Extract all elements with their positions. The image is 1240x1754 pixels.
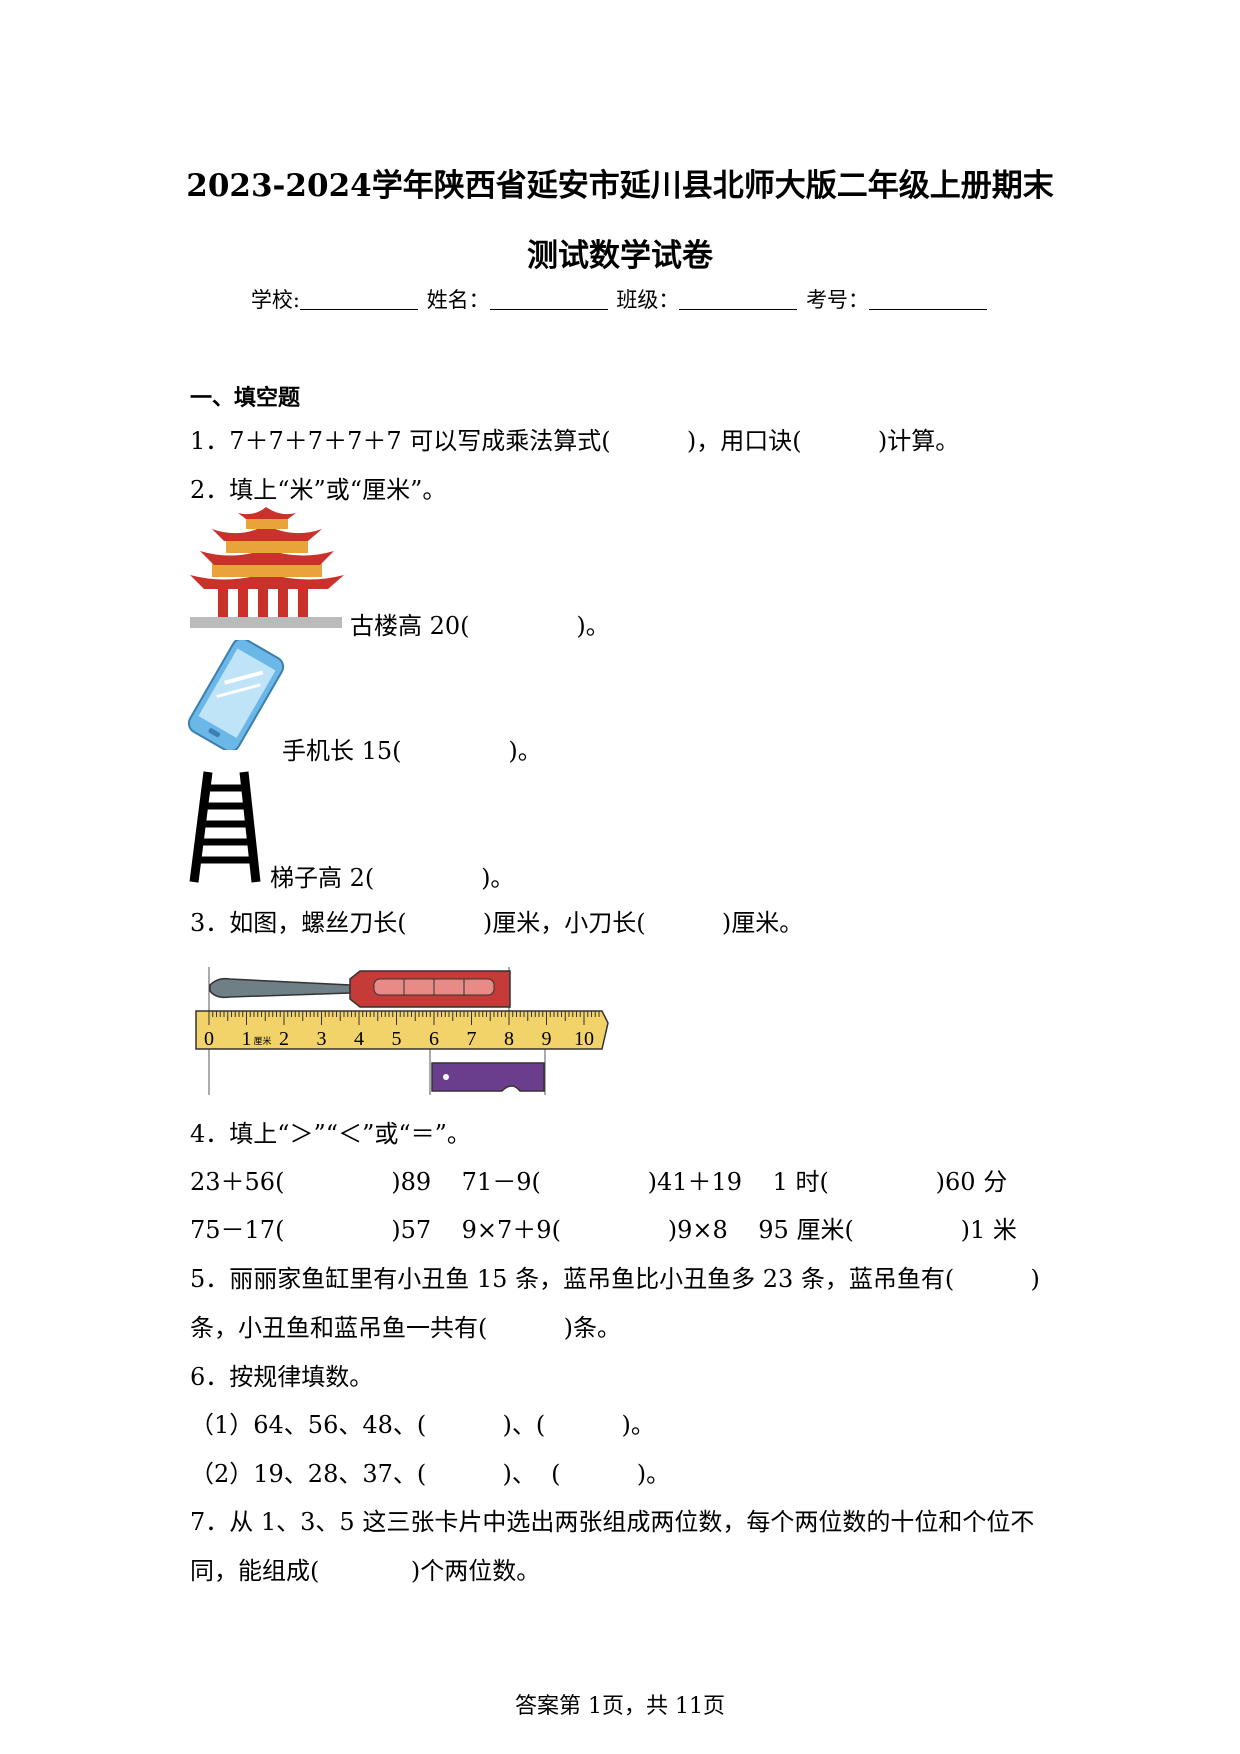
question-7b: 同，能组成( )个两位数。 bbox=[190, 1557, 541, 1585]
ruler-number: 9 bbox=[542, 1028, 552, 1050]
question-2c: 梯子高 2( )。 bbox=[270, 864, 515, 892]
phone-image bbox=[187, 640, 285, 750]
question-5a: 5．丽丽家鱼缸里有小丑鱼 15 条，蓝吊鱼比小丑鱼多 23 条，蓝吊鱼有( ) bbox=[190, 1265, 1040, 1293]
ruler-ticks bbox=[208, 1011, 600, 1025]
ruler-number: 3 bbox=[317, 1028, 327, 1050]
question-4-row1: 23＋56( )89 71－9( )41＋19 1 时( )60 分 bbox=[190, 1168, 1008, 1196]
ruler-number: 7 bbox=[467, 1028, 477, 1050]
ruler-number: 8 bbox=[504, 1028, 514, 1050]
page-title-line2: 测试数学试卷 bbox=[527, 238, 713, 274]
page-footer: 答案第 1页，共 11页 bbox=[515, 1694, 725, 1719]
name-label: 姓名： bbox=[426, 288, 490, 312]
question-2b: 手机长 15( )。 bbox=[282, 737, 542, 765]
class-label: 班级： bbox=[616, 288, 680, 312]
school-label: 学校: bbox=[250, 288, 300, 312]
ruler-number: 5 bbox=[392, 1028, 402, 1050]
question-4-row2: 75－17( )57 9×7＋9( )9×8 95 厘米( )1 米 bbox=[190, 1216, 1017, 1244]
question-6a: （1）64、56、48、( )、( )。 bbox=[190, 1411, 655, 1439]
ruler-image: 0 1 2 3 4 5 6 7 8 9 10 厘米 bbox=[195, 967, 609, 1095]
ruler-number: 0 bbox=[204, 1028, 214, 1050]
question-2: 2．填上“米”或“厘米”。 bbox=[190, 476, 447, 504]
class-blank[interactable] bbox=[679, 289, 798, 310]
ruler-number: 1 bbox=[242, 1028, 252, 1050]
question-1: 1．7＋7＋7＋7＋7 可以写成乘法算式( )，用口诀( )计算。 bbox=[190, 427, 960, 455]
question-4: 4．填上“＞”“＜”或“＝”。 bbox=[190, 1120, 471, 1148]
name-blank[interactable] bbox=[489, 289, 608, 310]
question-5b: 条，小丑鱼和蓝吊鱼一共有( )条。 bbox=[190, 1314, 622, 1342]
section-fill-in-blank: 一、填空题 bbox=[190, 386, 301, 411]
student-info-row: 学校: 姓名： 班级： 考号： bbox=[0, 284, 1240, 314]
question-2a: 古楼高 20( )。 bbox=[350, 612, 610, 640]
question-7a: 7．从 1、3、5 这三张卡片中选出两张组成两位数，每个两位数的十位和个位不 bbox=[190, 1508, 1035, 1536]
question-6: 6．按规律填数。 bbox=[190, 1363, 374, 1391]
ruler-number: 2 bbox=[279, 1028, 289, 1050]
ladder-image bbox=[189, 771, 261, 883]
question-6b: （2）19、28、37、( )、 ( )。 bbox=[190, 1460, 671, 1488]
ruler-number: 4 bbox=[354, 1028, 364, 1050]
exam-no-blank[interactable] bbox=[869, 289, 988, 310]
exam-no-label: 考号： bbox=[806, 288, 870, 312]
pagoda-image bbox=[190, 507, 344, 628]
ruler-numbers: 0 1 2 3 4 5 6 7 8 9 10 厘米 bbox=[204, 1028, 594, 1050]
school-blank[interactable] bbox=[300, 289, 418, 310]
ruler-number: 10 bbox=[574, 1028, 594, 1050]
ruler-number: 6 bbox=[429, 1028, 439, 1050]
ruler-unit-label: 厘米 bbox=[253, 1035, 271, 1047]
page-title-line1: 2023-2024学年陕西省延安市延川县北师大版二年级上册期末 bbox=[186, 168, 1054, 204]
question-3: 3．如图，螺丝刀长( )厘米，小刀长( )厘米。 bbox=[190, 909, 804, 937]
